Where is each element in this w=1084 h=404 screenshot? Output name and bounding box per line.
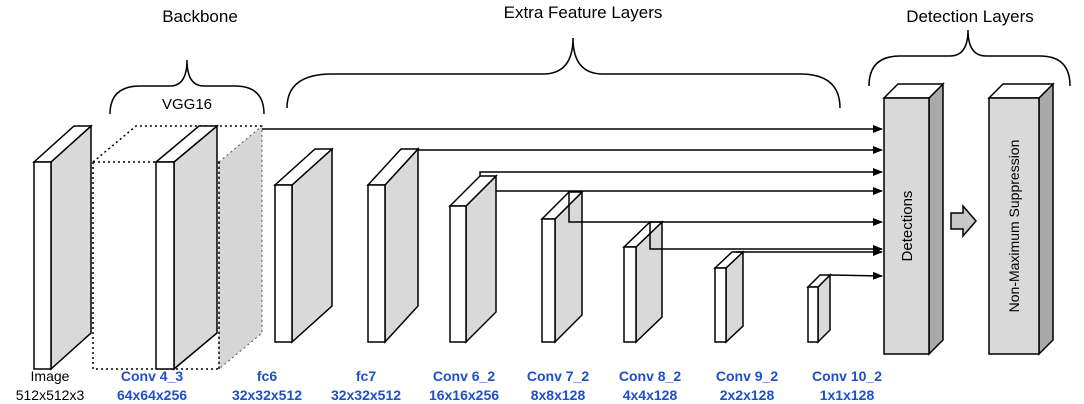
detections-block: Detections	[882, 82, 945, 356]
backbone-title: Backbone	[162, 7, 238, 26]
conv6-2-slab	[448, 174, 498, 344]
layer-name-conv10-2: Conv 10_2	[812, 368, 882, 384]
fc6-slab	[273, 147, 334, 344]
arrow-conv8-2	[649, 222, 883, 253]
layer-name-conv7-2: Conv 7_2	[527, 368, 589, 384]
layer-name-fc6: fc6	[257, 368, 277, 384]
layer-name-conv9-2: Conv 9_2	[716, 368, 778, 384]
nms-label: Non-Maximum Suppression	[1006, 140, 1022, 313]
layer-size-conv7-2: 8x8x128	[531, 387, 586, 403]
detection-layers-title: Detection Layers	[906, 7, 1034, 26]
vgg16-brace	[109, 59, 265, 115]
layer-size-fc7: 32x32x512	[331, 387, 401, 403]
layer-size-conv4-3: 64x64x256	[117, 387, 187, 403]
conv10-2-slab	[806, 273, 832, 344]
extra-layers-brace	[286, 37, 841, 109]
layer-name-conv4-3: Conv 4_3	[121, 368, 183, 384]
conv4-3-slab	[92, 124, 263, 371]
layer-size-fc6: 32x32x512	[232, 387, 302, 403]
to-nms-arrow-icon	[950, 203, 977, 239]
conv7-2-slab	[540, 190, 584, 344]
layer-name-fc7: fc7	[356, 368, 376, 384]
detections-label: Detections	[899, 191, 916, 262]
layer-size-image: 512x512x3	[16, 387, 85, 403]
image-input-slab	[32, 124, 93, 371]
layer-size-conv10-2: 1x1x128	[820, 387, 875, 403]
layer-name-conv6-2: Conv 6_2	[433, 368, 495, 384]
layer-size-conv8-2: 4x4x128	[623, 387, 678, 403]
extra-feature-layers-title: Extra Feature Layers	[504, 3, 663, 22]
feature-map-arrows	[262, 125, 883, 280]
conv9-2-slab	[713, 250, 745, 344]
layer-size-conv9-2: 2x2x128	[720, 387, 775, 403]
layer-name-image: Image	[31, 368, 70, 384]
layer-labels: Image 512x512x3 Conv 4_3 64x64x256 fc6 3…	[16, 368, 882, 403]
conv8-2-slab	[622, 220, 664, 344]
vgg16-label: VGG16	[162, 96, 212, 113]
fc7-slab	[366, 147, 420, 344]
layer-size-conv6-2: 16x16x256	[429, 387, 499, 403]
arrow-conv10-2	[829, 271, 883, 280]
nms-block: Non-Maximum Suppression	[987, 82, 1055, 356]
arrow-conv7-2	[568, 192, 883, 226]
layer-name-conv8-2: Conv 8_2	[619, 368, 681, 384]
arrow-conv6-2	[479, 168, 883, 176]
detection-layers-brace	[868, 29, 1071, 87]
